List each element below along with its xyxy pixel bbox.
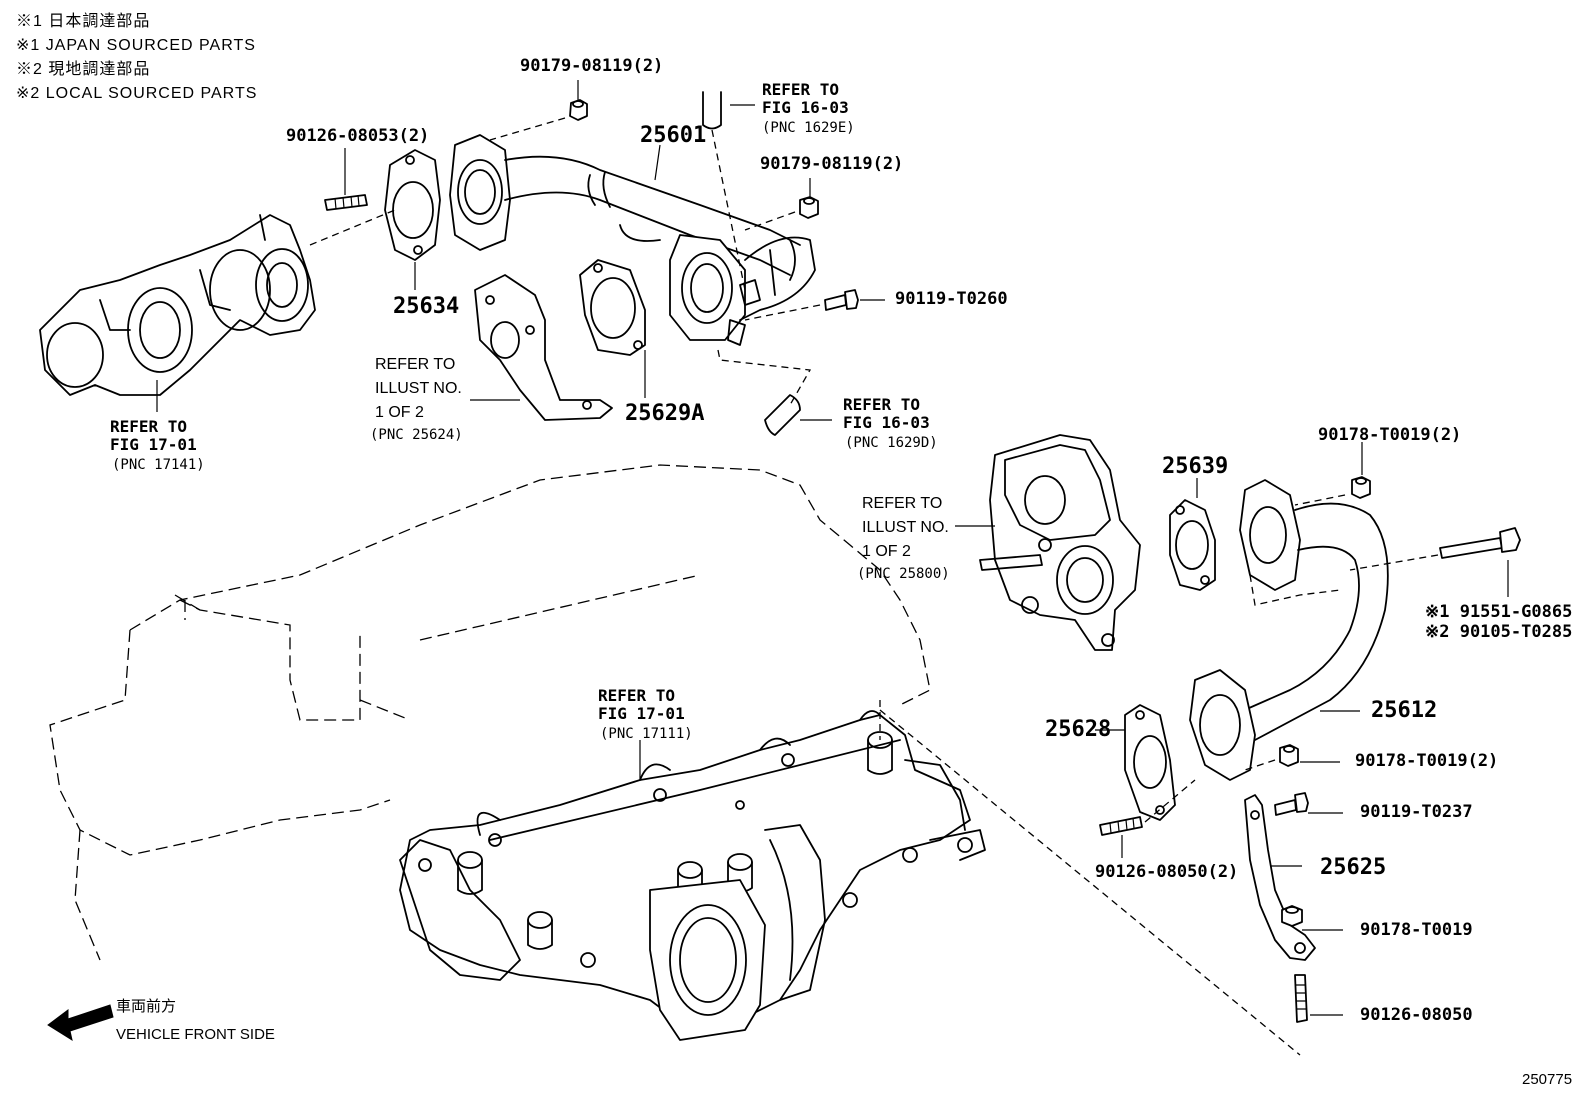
gasket-25629A [579, 259, 646, 356]
ref-fig1701-left-pnc: (PNC 17141) [112, 457, 205, 473]
note-local-sourced-jp: ※2 現地調達部品 [16, 61, 151, 78]
nut-90178-single [1281, 905, 1303, 927]
callout-25628: 25628 [1045, 717, 1112, 742]
ref-illust-25624-line3: 1 OF 2 [375, 404, 424, 421]
callout-91551-G0865: ※1 91551-G0865 [1425, 602, 1573, 622]
ref-fig1603-top-line2: FIG 16-03 [762, 98, 849, 117]
callout-90178-T0019-single: 90178-T0019 [1360, 920, 1473, 940]
ref-illust-25624-pnc: (PNC 25624) [370, 427, 463, 443]
nut-90178-mid [1244, 744, 1299, 771]
ref-fig1603-mid-line1: REFER TO [843, 395, 921, 414]
callout-90126-08050: 90126-08050 [1360, 1005, 1473, 1025]
ref-fig1701-center-pnc: (PNC 17111) [600, 726, 693, 742]
ref-illust-25800-line1: REFER TO [862, 495, 943, 512]
note-local-sourced-en: ※2 LOCAL SOURCED PARTS [16, 85, 258, 102]
callout-25625: 25625 [1320, 855, 1387, 880]
callout-25601: 25601 [640, 123, 707, 148]
ref-fig1701-left-line1: REFER TO [110, 417, 188, 436]
callout-25612: 25612 [1371, 698, 1438, 723]
ref-illust-25800-line3: 1 OF 2 [862, 543, 911, 560]
hose-1629D [717, 349, 812, 436]
ref-fig1701-center-line2: FIG 17-01 [598, 704, 685, 723]
gasket-25639 [1169, 499, 1216, 591]
ref-illust-25800-line2: ILLUST NO. [862, 519, 949, 536]
egr-pipe-25612 [1189, 479, 1389, 781]
ref-fig1603-top-pnc: (PNC 1629E) [762, 120, 855, 136]
note-japan-sourced-en: ※1 JAPAN SOURCED PARTS [16, 37, 256, 54]
egr-pipe-25601 [449, 134, 816, 346]
vehicle-front-label-jp: 車両前方 [116, 998, 177, 1015]
callout-90179-08119-mid: 90179-08119(2) [760, 154, 904, 174]
bolt-90119-T0237 [1274, 792, 1309, 816]
gasket-25628 [1124, 704, 1176, 821]
egr-valve-body [979, 434, 1141, 651]
ref-illust-25624-line2: ILLUST NO. [375, 380, 462, 397]
bolt-90119-T0260 [744, 289, 859, 321]
engine-block-outline [49, 464, 931, 961]
exhaust-manifold [39, 214, 316, 396]
callout-90126-08050-pair: 90126-08050(2) [1095, 862, 1239, 882]
ref-illust-25800-pnc: (PNC 25800) [857, 566, 950, 582]
gasket-25634 [384, 149, 441, 261]
callout-90119-T0260: 90119-T0260 [895, 289, 1008, 309]
ref-fig1603-mid-pnc: (PNC 1629D) [845, 435, 938, 451]
callout-90126-08053: 90126-08053(2) [286, 126, 430, 146]
bracket-25624 [474, 274, 613, 421]
callout-25634: 25634 [393, 294, 460, 319]
intake-manifold [399, 710, 986, 1041]
vehicle-front-arrow [47, 1004, 114, 1042]
hose-1629E [702, 91, 746, 291]
bolt-91551-G0865 [1349, 527, 1521, 571]
leader-lines [156, 80, 1509, 1016]
vehicle-front-label-en: VEHICLE FRONT SIDE [116, 1026, 275, 1043]
note-japan-sourced-jp: ※1 日本調達部品 [16, 13, 151, 30]
ref-fig1603-top-line1: REFER TO [762, 80, 840, 99]
alignment-line [879, 709, 1301, 1056]
stud-90126-08053 [309, 194, 396, 246]
bracket-25625 [1244, 794, 1316, 961]
callout-90179-08119-top: 90179-08119(2) [520, 56, 664, 76]
callout-90178-T0019-mid: 90178-T0019(2) [1355, 751, 1499, 771]
ref-illust-25624-line1: REFER TO [375, 356, 456, 373]
ref-fig1701-center-line1: REFER TO [598, 686, 676, 705]
ref-fig1701-left-line2: FIG 17-01 [110, 435, 197, 454]
callout-90178-T0019-top: 90178-T0019(2) [1318, 425, 1462, 445]
figure-id: 250775 [1522, 1071, 1573, 1088]
nut-90178-top [1294, 476, 1371, 506]
callout-25639: 25639 [1162, 454, 1229, 479]
callout-90119-T0237: 90119-T0237 [1360, 802, 1473, 822]
ref-fig1603-mid-line2: FIG 16-03 [843, 413, 930, 432]
stud-90126-08050 [1294, 974, 1308, 1023]
callout-90105-T0285: ※2 90105-T0285 [1425, 622, 1573, 642]
nut-90179-top [489, 99, 588, 141]
callout-25629A: 25629A [625, 401, 705, 426]
stud-90126-08050-pair [1099, 779, 1196, 836]
